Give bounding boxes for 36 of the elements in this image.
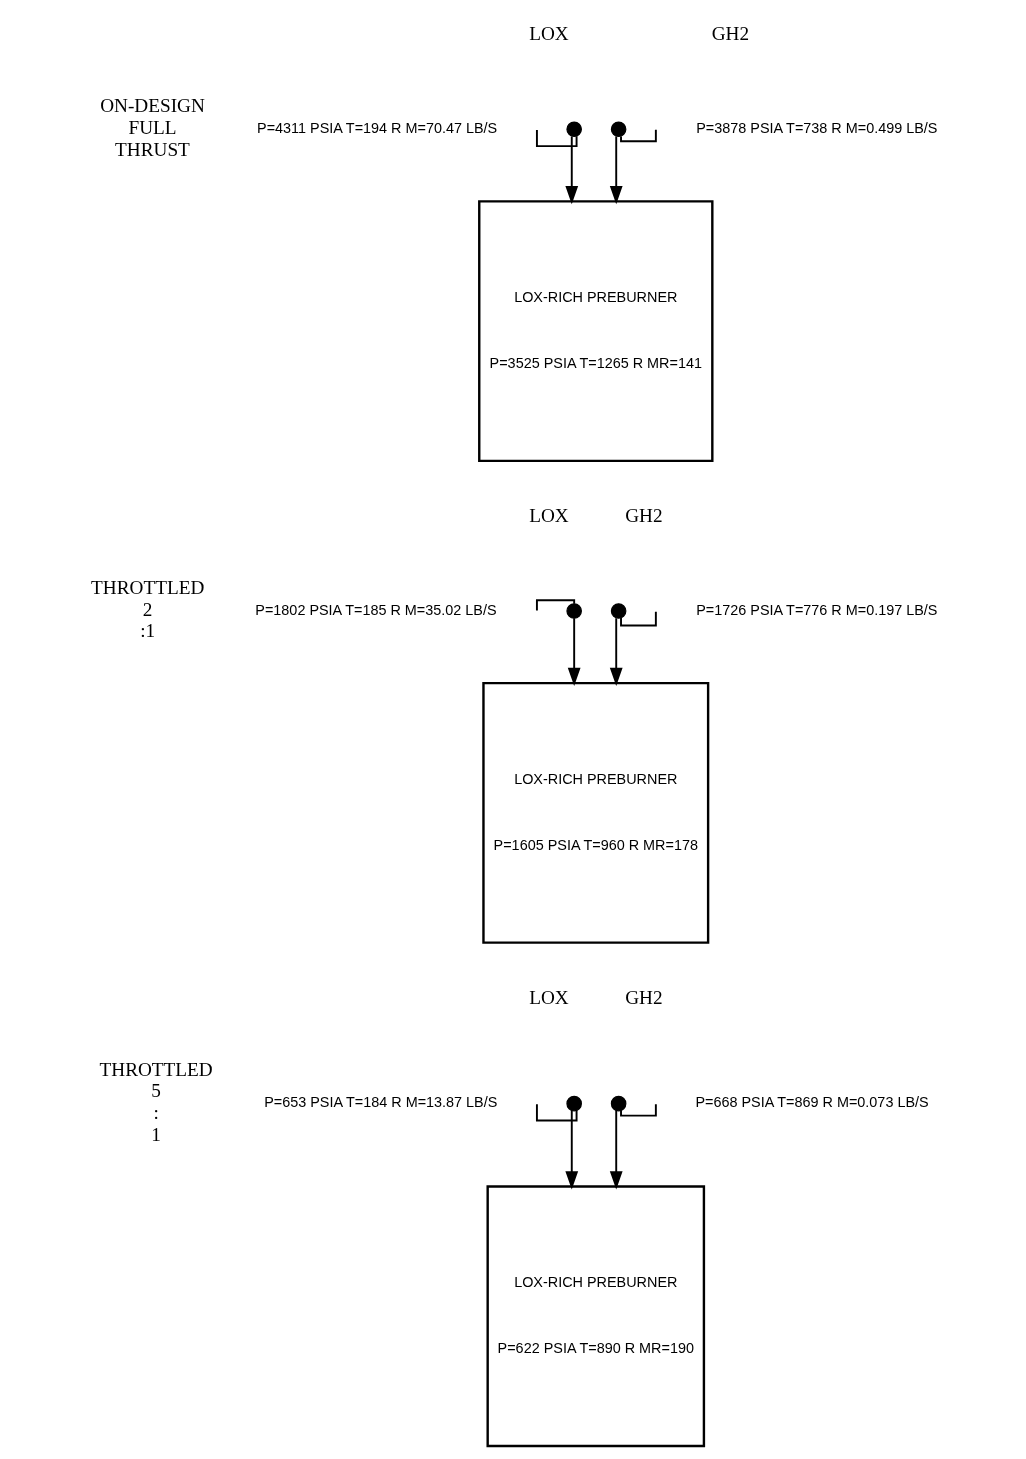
node-circle bbox=[565, 1095, 582, 1111]
label: P=668 PSIA T=869 R M=0.073 LB/S bbox=[694, 1093, 929, 1110]
node-circle bbox=[610, 1095, 626, 1111]
node-box: LOX-RICH PREBURNER P=3525 PSIA T=1265 R MR=141 bbox=[477, 199, 714, 462]
node-box: LOX-RICH PREBURNER P=622 PSIA T=890 R MR=190 bbox=[485, 1184, 705, 1447]
label: P=4311 PSIA T=194 R M=70.47 LB/S bbox=[256, 119, 497, 136]
label: LOX bbox=[528, 986, 569, 1008]
node-box: LOX-RICH PREBURNER P=1605 PSIA T=960 R MR=178 bbox=[481, 681, 709, 944]
label: P=1726 PSIA T=776 R M=0.197 LB/S bbox=[695, 601, 937, 618]
arrow bbox=[564, 135, 578, 204]
arrow bbox=[609, 616, 623, 686]
connector bbox=[619, 128, 657, 142]
connector bbox=[535, 1102, 578, 1121]
label: THROTTLED 5 : 1 bbox=[99, 1058, 213, 1145]
arrow bbox=[567, 616, 581, 686]
connector bbox=[535, 598, 575, 612]
node-circle bbox=[610, 121, 626, 137]
label: P=3878 PSIA T=738 R M=0.499 LB/S bbox=[695, 119, 937, 136]
arrow bbox=[609, 135, 623, 204]
connector bbox=[619, 1102, 657, 1117]
label: GH2 bbox=[711, 22, 749, 44]
connector bbox=[535, 128, 578, 147]
label: P=653 PSIA T=184 R M=13.87 LB/S bbox=[263, 1093, 497, 1110]
arrow bbox=[609, 1109, 623, 1189]
node-circle bbox=[610, 602, 626, 619]
label: THROTTLED 2 :1 bbox=[90, 576, 204, 641]
label: GH2 bbox=[624, 986, 663, 1008]
connector bbox=[619, 610, 657, 626]
node-circle bbox=[565, 602, 582, 619]
node-circle bbox=[565, 121, 582, 137]
arrow bbox=[564, 1109, 578, 1189]
label: ON-DESIGN FULL THRUST bbox=[99, 94, 205, 160]
label: P=1802 PSIA T=185 R M=35.02 LB/S bbox=[254, 601, 497, 618]
label: LOX bbox=[528, 22, 569, 44]
label: GH2 bbox=[624, 504, 663, 526]
label: LOX bbox=[528, 504, 569, 526]
